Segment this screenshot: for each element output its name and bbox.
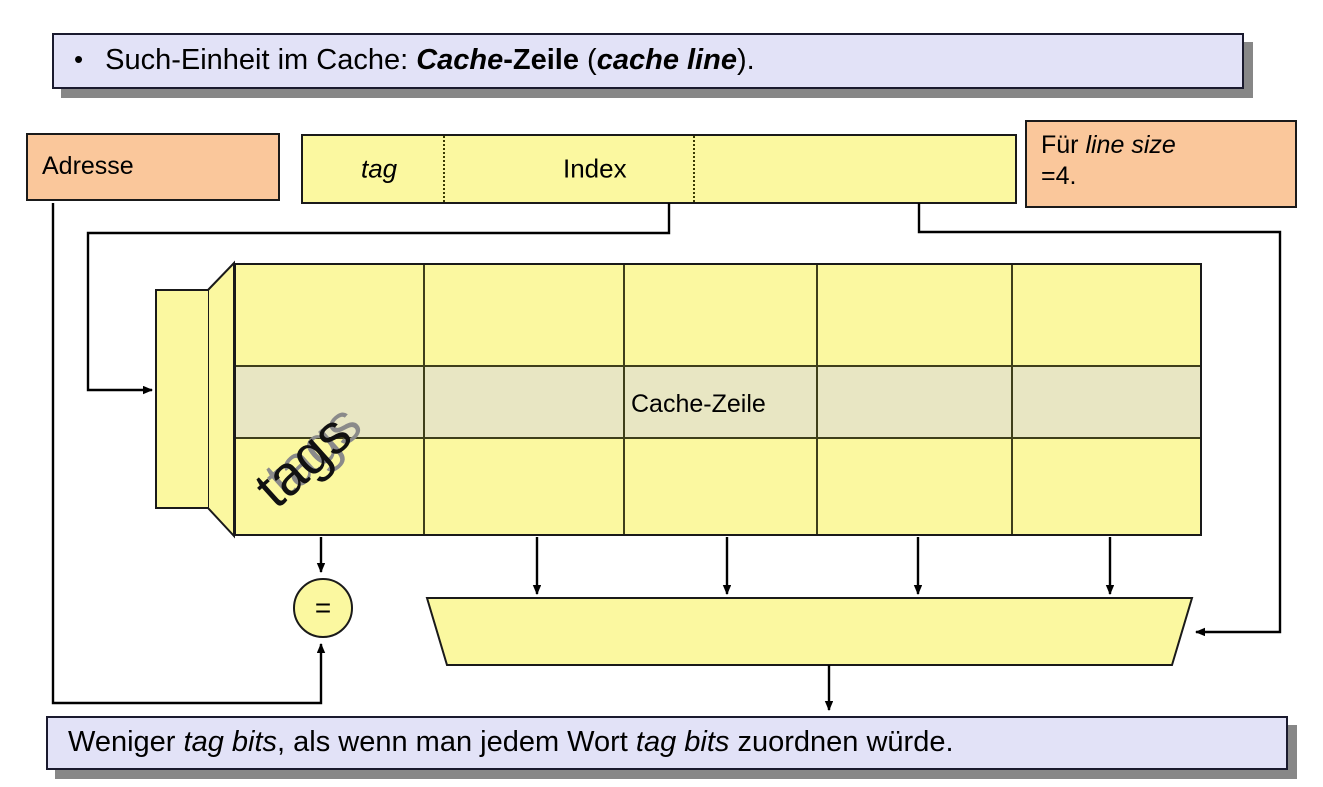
- grid-cell-r2c4: [1012, 438, 1202, 536]
- comparator-equals: =: [293, 578, 353, 638]
- line-size-note-line1: Für line size: [1041, 130, 1176, 161]
- address-box-label: Adresse: [42, 152, 134, 181]
- grid-cell-r0c2: [624, 263, 817, 366]
- bullet-icon: •: [74, 44, 84, 74]
- address-field-bar: tag Index: [301, 134, 1017, 204]
- footer-seg-2: , als wenn man jedem Wort: [277, 726, 636, 759]
- line-size-note-em: line size: [1085, 131, 1176, 159]
- address-field-index-label: Index: [563, 153, 627, 184]
- index-decoder-shape: [207, 260, 235, 539]
- footer-text: Weniger tag bits, als wenn man jedem Wor…: [48, 726, 954, 759]
- title-seg-0: Such-Einheit im Cache:: [105, 44, 417, 77]
- footer-seg-1: tag bits: [183, 726, 278, 759]
- multiplexer-shape: [425, 597, 1194, 666]
- grid-cell-r0c3: [817, 263, 1012, 366]
- footer-seg-4: zuordnen würde.: [729, 726, 954, 759]
- line-size-note: Für line size =4.: [1025, 120, 1297, 208]
- footer-callout: Weniger tag bits, als wenn man jedem Wor…: [46, 716, 1288, 770]
- title-text: Such-Einheit im Cache: Cache-Zeile (cach…: [105, 44, 755, 77]
- line-size-note-pre: Für: [1041, 131, 1086, 159]
- title-seg-5: ).: [736, 44, 755, 77]
- grid-cell-r2c1: [424, 438, 624, 536]
- grid-cell-r0c1: [424, 263, 624, 366]
- index-decoder-outline: [155, 289, 208, 509]
- address-divider-tag-index: [443, 136, 445, 202]
- title-seg-4: cache line: [596, 44, 737, 77]
- comparator-label: =: [314, 592, 332, 623]
- line-size-note-line2: =4.: [1041, 162, 1077, 191]
- grid-cell-r2c3: [817, 438, 1012, 536]
- cache-line-label: Cache-Zeile: [631, 390, 766, 418]
- address-divider-index-offset: [693, 136, 695, 202]
- grid-cell-r2c2: [624, 438, 817, 536]
- address-box: Adresse: [26, 133, 280, 201]
- title-bullet-row: • Such-Einheit im Cache: Cache-Zeile (ca…: [54, 44, 755, 77]
- grid-cell-r1c1: [424, 366, 624, 438]
- footer-seg-3: tag bits: [635, 726, 730, 759]
- grid-cell-r1c4: [1012, 366, 1202, 438]
- grid-cell-r0c0: [234, 263, 424, 366]
- grid-cell-r0c4: [1012, 263, 1202, 366]
- index-decoder-body: [156, 290, 208, 508]
- grid-cell-r1c3: [817, 366, 1012, 438]
- title-seg-1: Cache: [416, 44, 504, 77]
- title-callout: • Such-Einheit im Cache: Cache-Zeile (ca…: [52, 33, 1244, 89]
- address-field-tag-label: tag: [361, 153, 398, 184]
- title-seg-2: -Zeile: [503, 44, 579, 77]
- footer-seg-0: Weniger: [68, 726, 184, 759]
- title-seg-3: (: [579, 44, 597, 77]
